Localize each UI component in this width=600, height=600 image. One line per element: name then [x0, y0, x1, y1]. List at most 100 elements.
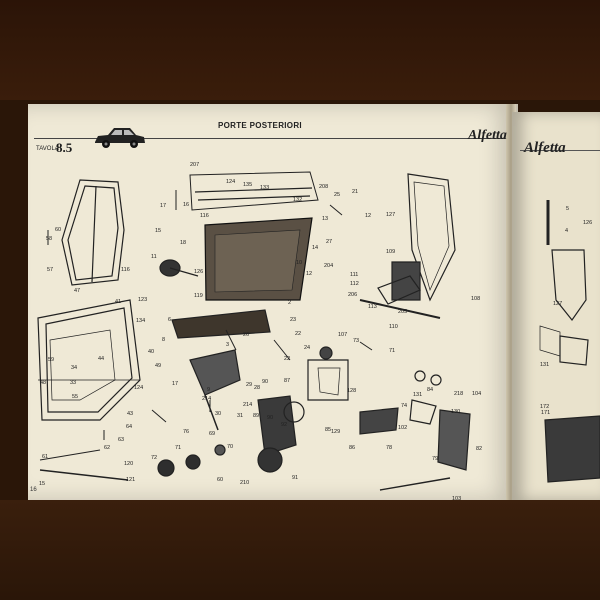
part-callout: 132 — [293, 197, 303, 203]
door-frame-right — [407, 173, 456, 302]
part-callout: 116 — [200, 213, 209, 219]
part-callout: 116 — [121, 267, 130, 273]
part-callout: 11 — [151, 254, 157, 260]
part-callout: 126 — [194, 269, 204, 275]
part-callout: 3 — [226, 342, 230, 348]
part-callout: 28 — [254, 385, 261, 391]
part-callout: 59 — [48, 357, 55, 363]
part-callout: 76 — [183, 429, 190, 435]
part-callout: 60 — [217, 477, 224, 483]
part-callout: 171 — [541, 410, 551, 416]
book-gutter — [506, 104, 516, 500]
part-callout: 58 — [46, 236, 53, 242]
part-callout: 18 — [180, 240, 187, 246]
part-callout: 44 — [98, 356, 105, 362]
part-callout: 108 — [471, 296, 481, 302]
part-callout: 57 — [47, 267, 54, 273]
part-callout: 130 — [451, 409, 461, 415]
part-callout: 91 — [292, 475, 299, 481]
part-callout: 87 — [284, 378, 291, 384]
part-callout: 129 — [331, 429, 341, 435]
part-callout: 48 — [40, 380, 47, 386]
part-callout: 5 — [566, 206, 570, 212]
part-callout: 119 — [194, 293, 203, 299]
part-callout: 206 — [348, 292, 358, 298]
part-callout: 40 — [148, 349, 155, 355]
part-callout: 2 — [288, 300, 292, 306]
part-callout: 16 — [183, 202, 190, 208]
part-callout: 71 — [175, 445, 182, 451]
part-callout: 172 — [540, 404, 550, 410]
part-callout: 111 — [350, 272, 359, 278]
part-callout: 90 — [262, 379, 269, 385]
part-callout: 61 — [42, 454, 49, 460]
part-callout: 207 — [190, 162, 200, 168]
part-callout: 9 — [207, 387, 211, 393]
part-callout: 208 — [319, 184, 329, 190]
part-callout: 126 — [583, 220, 593, 226]
part-callout: 82 — [476, 446, 483, 452]
part-callout: 25 — [334, 192, 341, 198]
part-callout: 17 — [160, 203, 167, 209]
part-callout: 124 — [134, 385, 144, 391]
header-rule-right — [520, 150, 600, 151]
window-glass — [189, 171, 319, 211]
part-callout: 84 — [427, 387, 434, 393]
part-callout: 41 — [115, 299, 122, 305]
tavola-label: TAVOLA — [36, 146, 59, 152]
part-callout: 218 — [454, 391, 464, 397]
part-callout: 127 — [386, 212, 396, 218]
part-callout: 85 — [325, 427, 332, 433]
part-callout: 30 — [215, 411, 222, 417]
part-callout: 104 — [472, 391, 482, 397]
part-callout: 69 — [209, 431, 216, 437]
car-silhouette-icon — [95, 128, 145, 148]
part-callout: 214 — [202, 396, 212, 402]
part-callout: 4 — [565, 228, 569, 234]
part-callout: 27 — [326, 239, 333, 245]
part-callout: 14 — [312, 245, 319, 251]
part-callout: 72 — [151, 455, 158, 461]
part-callout: 33 — [70, 380, 77, 386]
part-callout: 23 — [290, 317, 297, 323]
part-callout: 92 — [281, 422, 288, 428]
part-callout: 107 — [338, 332, 348, 338]
part-callout: 102 — [398, 425, 408, 431]
part-callout: 121 — [126, 477, 136, 483]
part-callout: 133 — [260, 185, 270, 191]
brand-logo-left: Alfetta — [468, 128, 507, 143]
part-callout: 112 — [350, 281, 359, 287]
brand-logo-right: Alfetta — [524, 140, 566, 156]
part-callout: 131 — [540, 362, 550, 368]
window-regulator — [189, 349, 241, 396]
part-callout: 29 — [246, 382, 253, 388]
part-callout: 103 — [452, 496, 462, 502]
part-callout: 210 — [240, 480, 250, 486]
part-callout: 49 — [155, 363, 162, 369]
door-frame-upper — [61, 179, 125, 286]
part-callout: 113 — [368, 304, 377, 310]
part-callout: 110 — [389, 324, 398, 330]
part-callout: 63 — [118, 437, 125, 443]
part-callout: 71 — [389, 348, 396, 354]
part-callout: 55 — [72, 394, 79, 400]
part-callout: 73 — [353, 338, 360, 344]
part-callout: 26 — [243, 332, 250, 338]
part-callout: 31 — [237, 413, 244, 419]
part-callout: 10 — [296, 260, 303, 266]
part-callout: 135 — [243, 182, 253, 188]
part-callout: 15 — [155, 228, 162, 234]
part-callout: 12 — [365, 213, 372, 219]
part-callout: 134 — [136, 318, 146, 324]
part-callout: 79 — [432, 456, 439, 462]
part-callout: 34 — [71, 365, 78, 371]
part-callout: 6 — [168, 317, 172, 323]
part-callout: 12 — [306, 271, 313, 277]
part-callout: 128 — [347, 388, 357, 394]
lock-bracket — [307, 359, 349, 401]
part-callout: 120 — [124, 461, 134, 467]
part-callout: 60 — [55, 227, 62, 233]
part-callout: 109 — [386, 249, 396, 255]
part-callout: 131 — [413, 392, 423, 398]
